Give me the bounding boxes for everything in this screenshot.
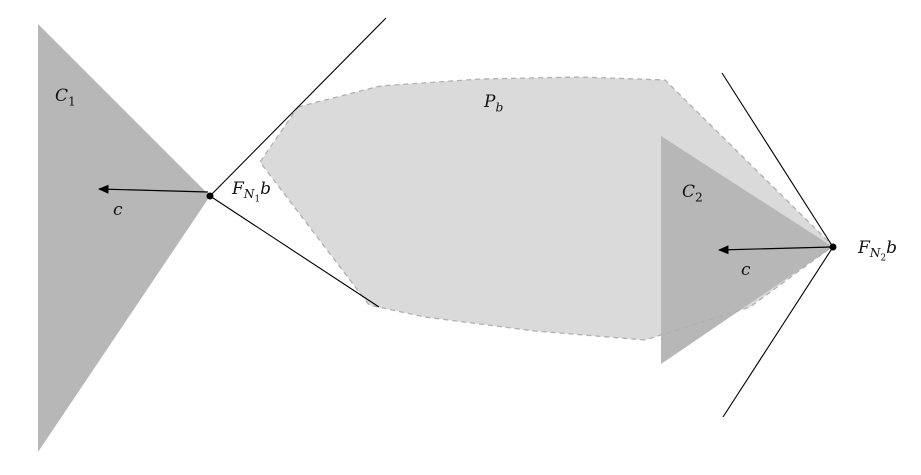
cost-vector-arrow-right [718,245,832,255]
label-cost-vector-left: c [113,200,123,220]
label-polytope-pb: Pb [484,92,504,115]
label-cost-vector-right: c [741,260,751,280]
label-vertex-fn1b: FN1b [232,179,272,205]
vertex-dot-1 [206,192,214,200]
cone-c1-shape [38,24,210,452]
cost-vector-arrow-left [98,184,209,194]
label-vertex-fn2b: FN2b [858,238,898,264]
label-cone-c1: C1 [55,86,76,109]
label-cone-c2: C2 [682,182,703,205]
polytope-pb-dashed-border [259,76,834,341]
vertex-dot-2 [829,243,837,251]
cone-edge-lower-left [209,195,380,308]
cone-edge-lower-right [722,246,834,418]
cone-c2-shape [661,136,833,364]
cone-edge-upper-left [209,17,387,197]
cone-edge-upper-right [721,72,834,248]
